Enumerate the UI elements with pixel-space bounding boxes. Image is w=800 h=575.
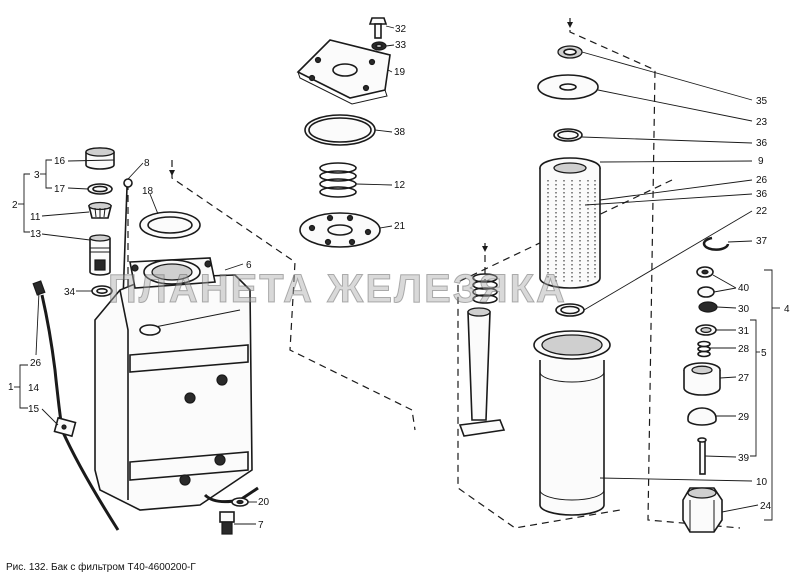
part-10-housing (533, 330, 611, 516)
part-31-washer (695, 324, 717, 336)
callout-10: 10 (756, 477, 768, 488)
callout-11: 11 (30, 212, 41, 223)
callout-24: 24 (760, 501, 772, 512)
part-14-hose (32, 280, 120, 531)
valve-spring (472, 273, 498, 304)
part-39-pin (697, 437, 707, 475)
callout-35: 35 (756, 96, 768, 107)
callout-29: 29 (738, 412, 750, 423)
callout-26-left: 26 (30, 358, 42, 369)
callout-36-mid: 36 (756, 189, 768, 200)
callout-15: 15 (28, 404, 40, 415)
part-bypass-valve (458, 273, 506, 437)
part-23-disc (537, 74, 599, 100)
callout-40: 40 (738, 283, 750, 294)
figure-caption: Рис. 132. Бак с фильтром Т40-4600200-Г (6, 561, 196, 573)
part-17-washer (87, 183, 113, 195)
part-8-dipstick (122, 178, 133, 301)
callout-32: 32 (395, 24, 407, 35)
callout-20: 20 (258, 497, 270, 508)
part-27-sleeve (683, 362, 721, 396)
callout-34: 34 (64, 287, 76, 298)
part-18-gasket (139, 211, 201, 239)
part-37-snap-ring (702, 236, 730, 251)
part-13-filler-neck (89, 234, 111, 276)
callout-18: 18 (142, 186, 154, 197)
callout-13: 13 (30, 229, 42, 240)
callout-31: 31 (738, 326, 750, 337)
callout-8: 8 (144, 158, 150, 169)
callout-12: 12 (394, 180, 406, 191)
callout-21: 21 (394, 221, 406, 232)
part-28-spring (697, 340, 711, 358)
callout-27: 27 (738, 373, 750, 384)
leader-lines (14, 25, 780, 525)
part-40-nut (696, 266, 715, 298)
part-24-nut (682, 487, 723, 533)
callout-19: 19 (394, 67, 406, 78)
part-29-ball-valve (687, 407, 717, 426)
part-16-cap (85, 147, 115, 170)
callout-3: 3 (34, 170, 40, 181)
callout-4: 4 (784, 304, 790, 315)
callout-7: 7 (258, 520, 264, 531)
callout-9: 9 (758, 156, 764, 167)
part-19-cover (296, 39, 391, 105)
tank-bolts (179, 374, 228, 486)
part-38-o-ring (304, 114, 376, 146)
callout-2: 2 (12, 200, 18, 211)
part-12-spring (319, 162, 357, 198)
part-9-filter-element (539, 157, 601, 289)
callout-38: 38 (394, 127, 406, 138)
callout-28: 28 (738, 344, 750, 355)
callout-37: 37 (756, 236, 768, 247)
part-34-washer (91, 285, 113, 297)
callout-17: 17 (54, 184, 66, 195)
callout-labels: 16 3 17 2 11 13 34 8 18 6 26 1 14 15 20 … (8, 24, 790, 531)
part-30-tab-washer (698, 301, 718, 313)
part-7-drain-plug (219, 511, 235, 535)
part-20-fitting (231, 497, 249, 507)
callout-16: 16 (54, 156, 66, 167)
callout-30: 30 (738, 304, 750, 315)
callout-1: 1 (8, 382, 14, 393)
callout-39: 39 (738, 453, 750, 464)
callout-33: 33 (395, 40, 407, 51)
callout-26-right: 26 (756, 175, 768, 186)
part-11-strainer (87, 201, 113, 219)
part-36-ring (553, 128, 583, 142)
part-21-plate (299, 212, 381, 248)
callout-6: 6 (246, 260, 252, 271)
filter-perforation (547, 180, 596, 284)
callout-23: 23 (756, 117, 768, 128)
callout-22: 22 (756, 206, 768, 217)
callout-5: 5 (761, 348, 767, 359)
watermark-text: ПЛАНЕТА ЖЕЛЕЗЯКА (108, 267, 567, 311)
part-33-washer (371, 41, 387, 51)
callout-14: 14 (28, 383, 40, 394)
part-32-bolt (368, 17, 388, 39)
part-35-washer (557, 45, 583, 59)
callout-36-top: 36 (756, 138, 768, 149)
